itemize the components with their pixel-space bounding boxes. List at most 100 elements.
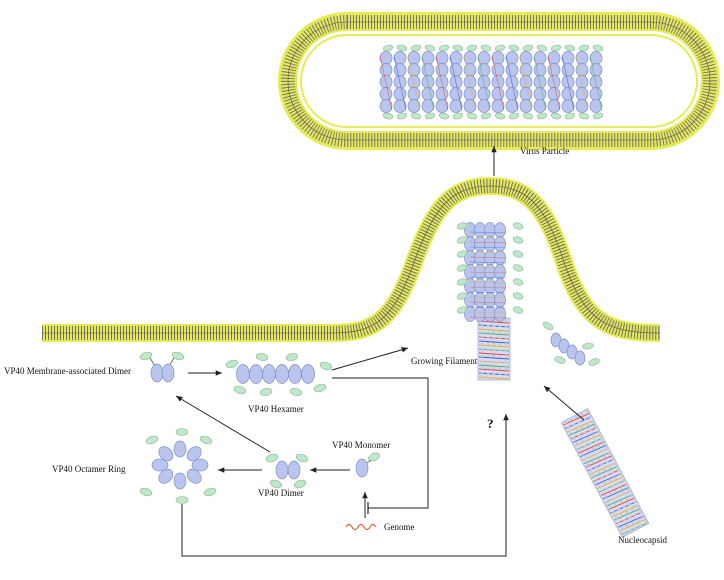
vp40-subunit xyxy=(561,87,575,101)
plasma-membrane xyxy=(42,176,661,342)
vp40-subunit xyxy=(301,364,315,384)
vp40-c-domain xyxy=(578,44,590,52)
vp40-subunit xyxy=(477,87,491,101)
vp40-c-domain xyxy=(456,264,468,272)
vp40-subunit xyxy=(484,306,496,322)
vp40-subunit xyxy=(561,99,575,113)
vp40-subunit xyxy=(484,236,496,252)
vp40-subunit xyxy=(449,99,463,113)
vp40-subunit xyxy=(463,51,477,65)
vp40-octamer-ring xyxy=(139,428,217,504)
vp40-c-domain xyxy=(508,44,520,52)
vp40-subunit xyxy=(575,99,589,113)
vp40-subunit xyxy=(158,468,174,484)
vp40-c-domain xyxy=(512,292,524,300)
vp40-c-domain xyxy=(508,112,520,120)
virus-particle-matrix xyxy=(379,44,604,120)
vp40-c-domain xyxy=(285,353,299,361)
vp40-subunit xyxy=(494,222,506,238)
vp40-subunit xyxy=(421,51,435,65)
vp40-subunit xyxy=(463,87,477,101)
vp40-c-domain xyxy=(382,112,394,120)
vp40-c-domain xyxy=(424,112,436,120)
arrow-nucleocapsid-to-filament xyxy=(543,385,585,421)
vp40-subunit xyxy=(463,99,477,113)
vp40-c-domain xyxy=(175,428,189,436)
vp40-subunit xyxy=(547,51,561,65)
vp40-c-domain xyxy=(466,112,478,120)
vp40-c-domain xyxy=(466,44,478,52)
vp40-subunit xyxy=(173,440,187,458)
inhibition-line xyxy=(332,377,429,509)
vp40-subunit xyxy=(561,51,575,65)
vp40-c-domain xyxy=(582,342,594,350)
label-virus-particle: Virus Particle xyxy=(520,146,570,156)
vp40-c-domain xyxy=(480,112,492,120)
growing-filament xyxy=(456,222,524,381)
vp40-subunit xyxy=(575,87,589,101)
label-genome: Genome xyxy=(384,522,415,532)
vp40-subunit xyxy=(484,278,496,294)
virus-particle xyxy=(278,12,720,150)
vp40-subunit xyxy=(519,87,533,101)
vp40-c-domain xyxy=(289,388,303,396)
vp40-c-domain xyxy=(233,385,247,395)
vp40-c-domain xyxy=(293,479,307,489)
vp40-c-domain xyxy=(550,44,562,52)
vp40-subunit xyxy=(393,51,407,65)
vp40-subunit xyxy=(477,51,491,65)
vp40-subunit xyxy=(547,87,561,101)
vp40-subunit xyxy=(191,458,209,472)
vp40-subunit xyxy=(491,87,505,101)
vp40-c-domain xyxy=(452,112,464,120)
vp40-c-domain xyxy=(410,112,422,120)
vp40-c-domain xyxy=(456,222,468,230)
vp40-subunit xyxy=(494,236,506,252)
vp40-hexamer xyxy=(225,353,333,396)
vp40-subunit xyxy=(474,292,486,308)
vp40-c-domain xyxy=(536,44,548,52)
label-vp40-dimer: VP40 Dimer xyxy=(258,488,304,498)
vp40-membrane-fragment xyxy=(542,321,600,366)
vp40-c-domain xyxy=(512,250,524,258)
vp40-c-domain xyxy=(438,44,450,52)
vp40-subunit xyxy=(421,87,435,101)
vp40-subunit xyxy=(435,51,449,65)
vp40-subunit xyxy=(262,364,276,384)
label-vp40-monomer: VP40 Monomer xyxy=(332,440,391,450)
vp40-subunit xyxy=(275,460,289,480)
vp40-subunit xyxy=(379,51,393,65)
vp40-dimer xyxy=(265,453,309,489)
vp40-c-domain xyxy=(522,112,534,120)
vp40-c-domain xyxy=(512,222,524,230)
vp40-c-domain xyxy=(456,250,468,258)
vp40-c-domain xyxy=(295,453,309,463)
label-vp40-hexamer: VP40 Hexamer xyxy=(248,404,304,414)
nucleocapsid-structure xyxy=(560,408,650,538)
vp40-c-domain xyxy=(592,44,604,52)
vp40-subunit xyxy=(575,51,589,65)
vp40-c-domain xyxy=(512,278,524,286)
vp40-c-domain xyxy=(313,383,327,393)
vp40-c-domain xyxy=(536,112,548,120)
genome-rna xyxy=(345,523,377,531)
vp40-subunit xyxy=(151,458,169,472)
vp40-subunit xyxy=(474,250,486,266)
arrow-hexamer-to-filament xyxy=(331,347,409,371)
vp40-c-domain xyxy=(255,353,269,361)
vp40-c-domain xyxy=(259,388,273,396)
vp40-c-domain xyxy=(494,44,506,52)
vp40-c-domain xyxy=(550,112,562,120)
vp40-subunit xyxy=(407,99,421,113)
vp40-c-domain xyxy=(396,112,408,120)
vp40-c-domain xyxy=(456,306,468,314)
vp40-membrane-dimer xyxy=(139,351,185,383)
vp40-subunit xyxy=(589,87,603,101)
vp40-c-domain xyxy=(396,44,408,52)
vp40-subunit xyxy=(494,264,506,280)
vp40-c-domain xyxy=(175,496,189,504)
vp40-subunit xyxy=(393,87,407,101)
vp40-c-domain xyxy=(512,236,524,244)
vp40-c-domain xyxy=(410,44,422,52)
vp40-subunit xyxy=(474,306,486,322)
